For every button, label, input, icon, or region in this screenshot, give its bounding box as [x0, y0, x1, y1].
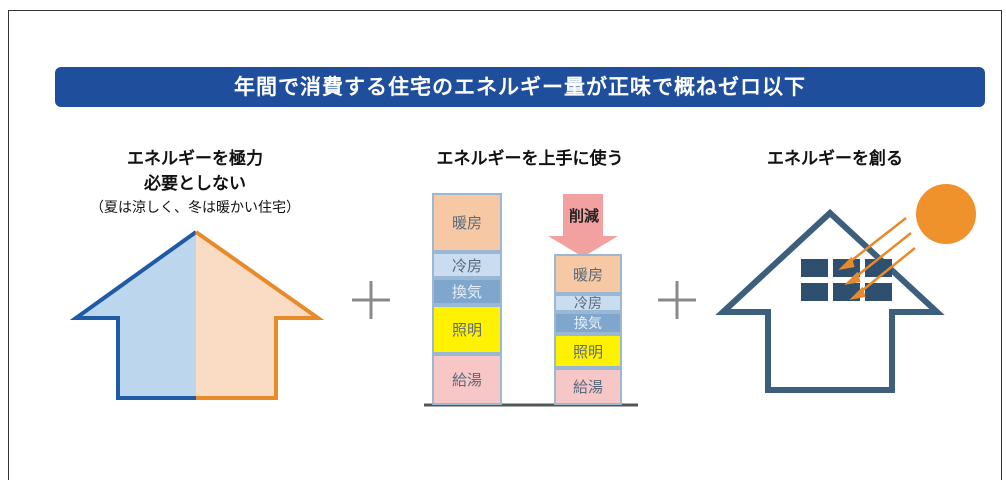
middle-heading: エネルギーを上手に使う	[436, 149, 624, 169]
after-ventilation: 換気	[554, 312, 622, 334]
sun-icon	[916, 184, 976, 244]
house-cool-half	[76, 232, 196, 398]
before-ventilation: 換気	[432, 278, 502, 305]
plus-sign-2	[658, 281, 696, 319]
sunlight-rays	[838, 217, 916, 300]
solar-house-outline	[715, 208, 945, 393]
diagram-frame	[8, 10, 1002, 480]
reduce-arrow	[548, 194, 618, 257]
plus-sign-1	[352, 281, 390, 319]
before-heating: 暖房	[432, 193, 502, 252]
house-warm-outline	[194, 230, 325, 400]
before-cooling: 冷房	[432, 252, 502, 278]
before-hot-water: 給湯	[432, 354, 502, 405]
after-hot-water: 給湯	[554, 368, 622, 405]
right-heading: エネルギーを創る	[767, 149, 903, 169]
title-banner: 年間で消費する住宅のエネルギー量が正味で概ねゼロ以下	[55, 67, 985, 107]
house-warm-half	[196, 232, 318, 398]
left-heading-line2: 必要としない	[144, 174, 246, 194]
after-lighting: 照明	[554, 334, 622, 368]
left-note: （夏は涼しく、冬は暖かい住宅）	[90, 200, 300, 216]
left-heading-line1: エネルギーを極力	[127, 149, 263, 169]
after-cooling: 冷房	[554, 294, 622, 312]
reduce-label: 削減	[568, 207, 599, 225]
after-heating: 暖房	[554, 254, 622, 294]
before-lighting: 照明	[432, 305, 502, 354]
house-cool-outline	[69, 230, 198, 400]
